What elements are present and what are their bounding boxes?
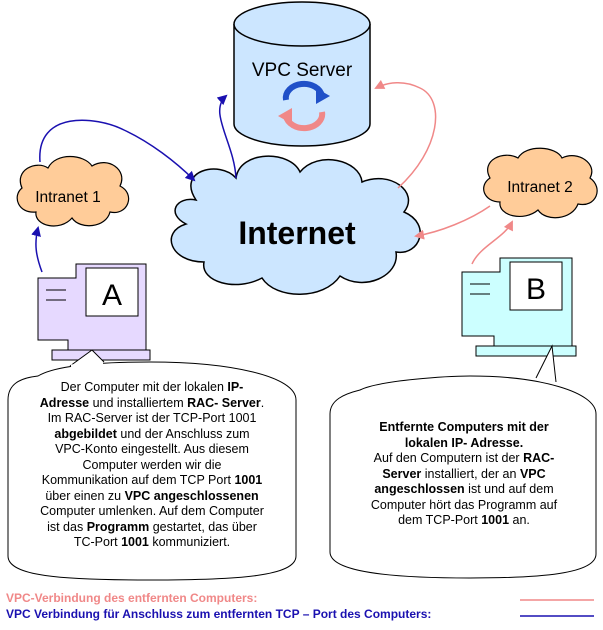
intranet-2-label: Intranet 2 [507,179,573,196]
arrow-intranet1-to-internet [39,119,196,182]
computer-a: A [37,263,151,361]
callout-b-bubble [329,375,597,579]
arrow-internet-to-server-red [374,79,437,189]
sync-icon [278,80,330,132]
arrow-internet-to-server [216,94,237,179]
legend-item-red: VPC-Verbindung des entfernten Computers: [6,591,257,605]
callout-a-bubble [7,361,297,581]
computer-a-label: A [102,279,122,312]
callout-a-text: Der Computer mit der lokalen IP-Adresse … [39,380,265,549]
intranet-2-cloud [483,147,598,219]
intranet-1-cloud [16,155,130,227]
legend-text-blue: VPC Verbindung für Anschluss zum entfern… [6,607,432,621]
arrow-intranet2-to-internet [414,205,491,240]
legend-text-red: VPC-Verbindung des entfernten Computers: [6,591,258,605]
internet-label: Internet [238,215,356,251]
server-label: VPC Server [252,60,353,81]
internet-cloud [170,155,421,295]
computer-b-label: B [526,273,546,306]
intranet-1-label: Intranet 1 [35,189,101,206]
arrow-b-to-intranet2 [471,220,513,265]
legend-item-blue: VPC Verbindung für Anschluss zum entfern… [6,607,431,621]
computer-b: B [461,257,577,357]
arrow-a-to-intranet1 [31,226,43,273]
vpc-server: VPC Server [233,1,371,147]
